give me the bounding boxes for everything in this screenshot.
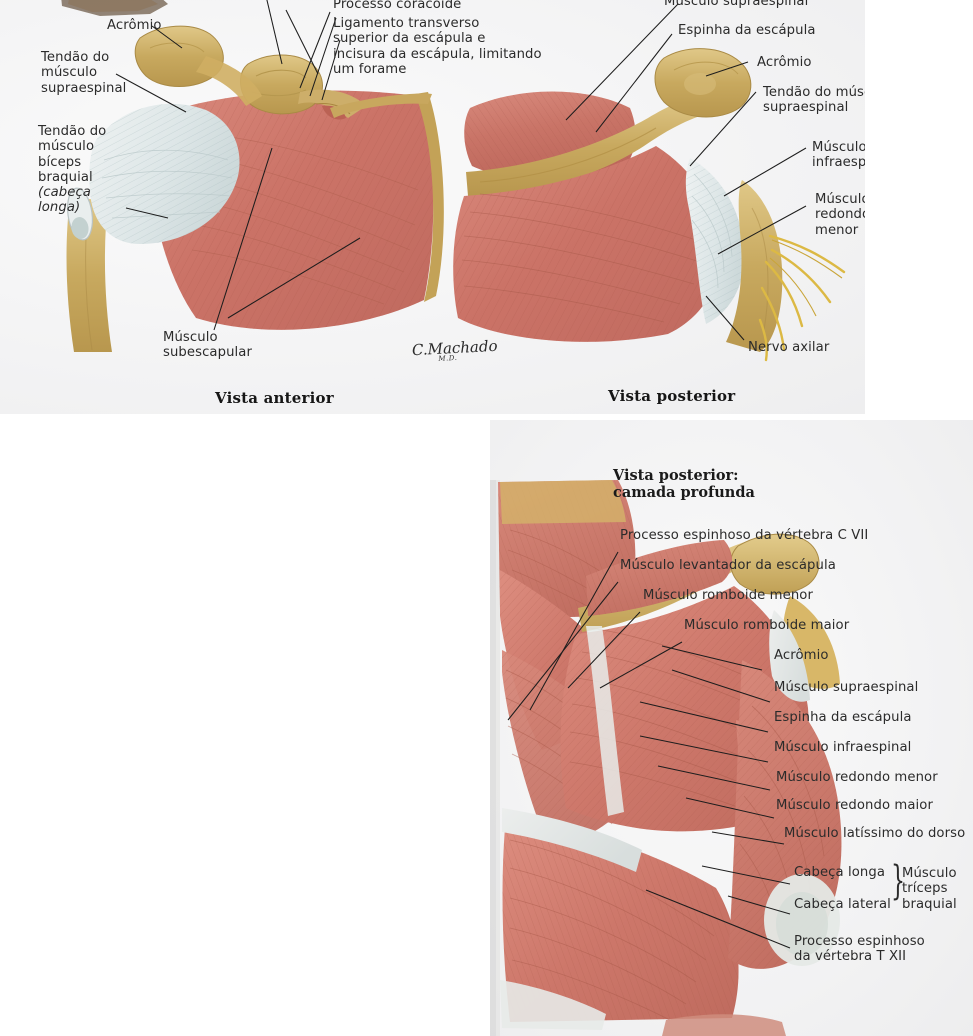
label-nervo-axilar: Nervo axilar [748, 340, 830, 355]
label-supraespinal: Músculo supraespinal [774, 680, 919, 695]
figure-panel-bottom: ​ Vista posterior: camada profunda Proce… [490, 420, 973, 1036]
label-musculo-redondo-menor-post: Músculo redondo menor [815, 192, 865, 238]
label-processo-coracoide: Processo coracoide [333, 0, 462, 12]
label-processo-espinhoso-t12: Processo espinhoso da vértebra T XII [794, 934, 925, 965]
label-musculo-infraespinal-post: Músculo infraespinal [812, 140, 865, 171]
label-cabeca-lateral: Cabeça lateral [794, 897, 891, 912]
label-redondo-maior: Músculo redondo maior [776, 798, 933, 813]
figure-bottom-heading: Vista posterior: camada profunda [613, 467, 755, 501]
artist-signature: C.Machado M.D. [411, 337, 498, 364]
label-cabeca-longa: Cabeça longa [794, 865, 886, 880]
label-tendao-biceps-cabeca-longa: (cabeça longa) [38, 185, 91, 216]
label-levantador-escapula: Músculo levantador da escápula [620, 558, 836, 573]
figure-panel-top: Acrômio Tendão do músculo supraespinal T… [0, 0, 865, 414]
label-romboide-maior: Músculo romboide maior [684, 618, 850, 633]
label-musculo-triceps-braquial: Músculo tríceps braquial [902, 866, 957, 912]
label-redondo-menor: Músculo redondo menor [776, 770, 938, 785]
triceps-grouping-brace: } [891, 858, 905, 904]
label-tendao-supraespinal-post: Tendão do músculo supraespinal [763, 85, 865, 116]
label-espinha-escapula-post: Espinha da escápula [678, 23, 816, 38]
label-acromio-post: Acrômio [757, 55, 812, 70]
label-tendao-supraespinal-ant: Tendão do músculo supraespinal [41, 50, 127, 96]
label-processo-espinhoso-c7: Processo espinhoso da vértebra C VII [620, 528, 869, 543]
label-tendao-biceps: Tendão do músculo bíceps braquial [38, 124, 107, 186]
label-acromio: Acrômio [774, 648, 829, 663]
label-infraespinal: Músculo infraespinal [774, 740, 912, 755]
label-latissimo-dorso: Músculo latíssimo do dorso [784, 826, 966, 841]
label-espinha-escapula: Espinha da escápula [774, 710, 912, 725]
label-ligamento-transverso-superior-escapula: Ligamento transverso superior da escápul… [333, 16, 542, 78]
label-musculo-supraespinal-post: Músculo supraespinal [664, 0, 809, 9]
label-musculo-subescapular: Músculo subescapular [163, 330, 253, 361]
caption-vista-anterior: Vista anterior [215, 389, 334, 407]
caption-vista-posterior: Vista posterior [608, 387, 736, 405]
label-romboide-menor: Músculo romboide menor [643, 588, 813, 603]
label-acromio-ant: Acrômio [107, 18, 162, 33]
